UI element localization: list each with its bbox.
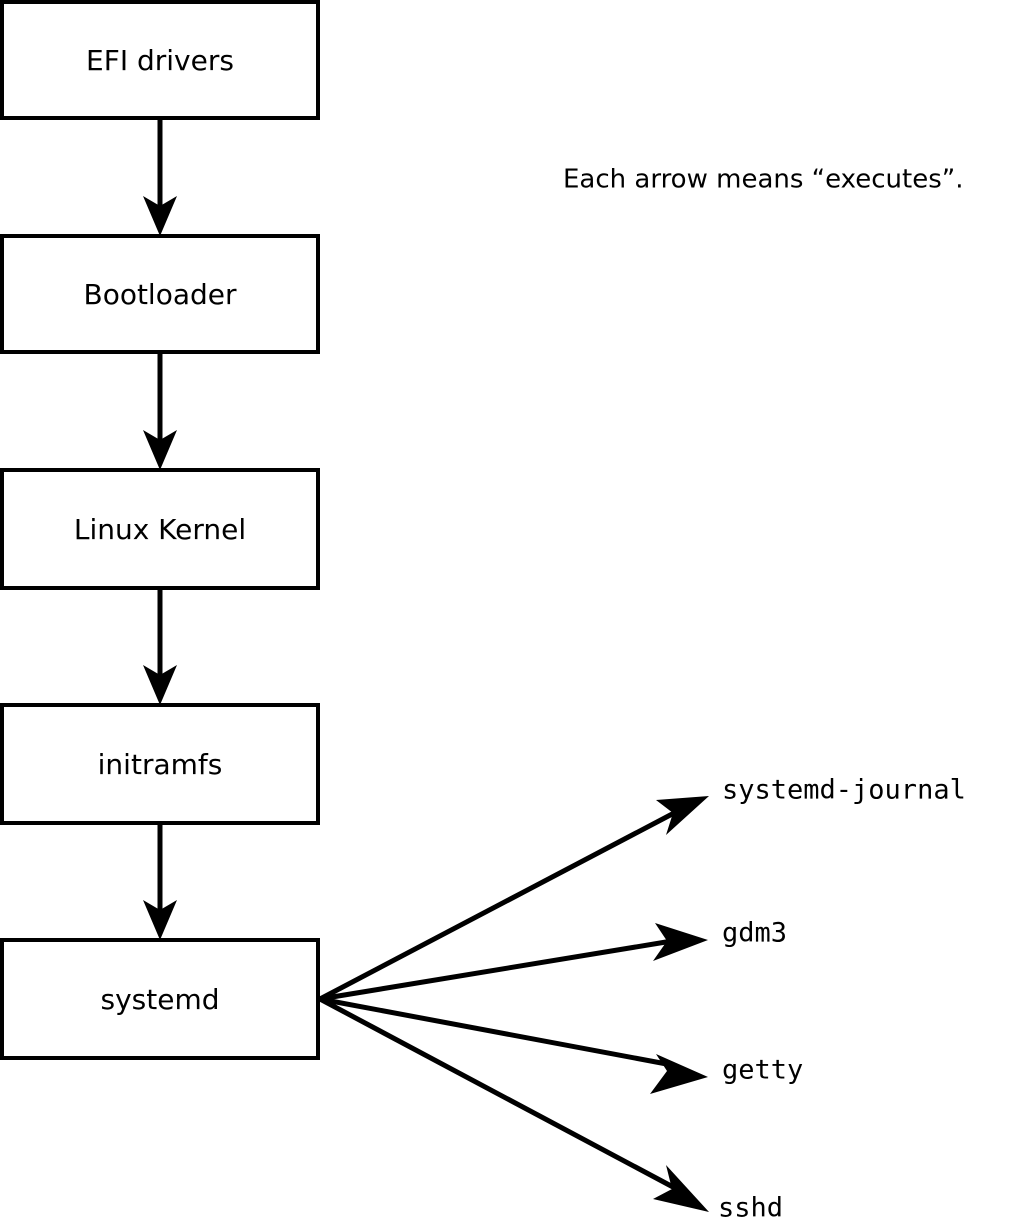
- stage-box-systemd[interactable]: systemd: [0, 938, 320, 1060]
- arrow-head-icon: [653, 1165, 709, 1212]
- arrow-bootloader-to-linux-kernel: [143, 352, 177, 470]
- arrow-shaft-icon: [318, 809, 678, 1002]
- arrow-efi-drivers-to-bootloader: [143, 118, 177, 236]
- chain-arrows-group: [143, 118, 177, 940]
- stage-label-systemd: systemd: [101, 983, 220, 1016]
- arrow-shaft-icon: [319, 938, 673, 1002]
- service-arrows-group: [318, 796, 709, 1212]
- arrow-systemd-to-systemd-journal: [318, 796, 709, 1002]
- stage-box-bootloader[interactable]: Bootloader: [0, 234, 320, 354]
- arrow-head-down-icon: [143, 196, 177, 236]
- service-labels-group: systemd-journal gdm3 getty sshd: [718, 775, 966, 1224]
- arrow-head-icon: [656, 796, 709, 835]
- stage-box-efi-drivers[interactable]: EFI drivers: [0, 0, 320, 120]
- service-label-gdm3: gdm3: [722, 918, 787, 949]
- arrow-head-down-icon: [143, 665, 177, 705]
- arrow-initramfs-to-systemd: [143, 823, 177, 940]
- arrow-systemd-to-getty: [319, 996, 708, 1094]
- arrow-head-down-icon: [143, 430, 177, 470]
- arrow-systemd-to-gdm3: [319, 923, 708, 1002]
- boot-chain-group: EFI drivers Bootloader Linux Kernel init…: [0, 0, 320, 1060]
- arrow-linux-kernel-to-initramfs: [143, 588, 177, 705]
- arrow-head-icon: [650, 1054, 708, 1094]
- arrow-systemd-to-sshd: [318, 996, 709, 1212]
- arrow-head-down-icon: [143, 900, 177, 940]
- arrow-shaft-icon: [319, 996, 673, 1068]
- stage-box-initramfs[interactable]: initramfs: [0, 703, 320, 825]
- arrow-head-icon: [653, 923, 708, 961]
- stage-label-efi-drivers: EFI drivers: [86, 44, 234, 77]
- stage-box-linux-kernel[interactable]: Linux Kernel: [0, 468, 320, 590]
- service-label-systemd-journal: systemd-journal: [722, 775, 966, 806]
- stage-label-initramfs: initramfs: [98, 748, 223, 781]
- stage-box-outline-linux-kernel: [0, 468, 320, 590]
- stage-label-bootloader: Bootloader: [83, 278, 237, 311]
- diagram-caption: Each arrow means “executes”.: [563, 165, 964, 195]
- stage-box-outline-systemd: [0, 938, 320, 1060]
- arrow-shaft-icon: [318, 996, 675, 1190]
- stage-label-linux-kernel: Linux Kernel: [74, 513, 246, 546]
- stage-box-outline-efi-drivers: [0, 0, 320, 120]
- service-label-getty: getty: [722, 1055, 803, 1086]
- service-label-sshd: sshd: [718, 1193, 783, 1224]
